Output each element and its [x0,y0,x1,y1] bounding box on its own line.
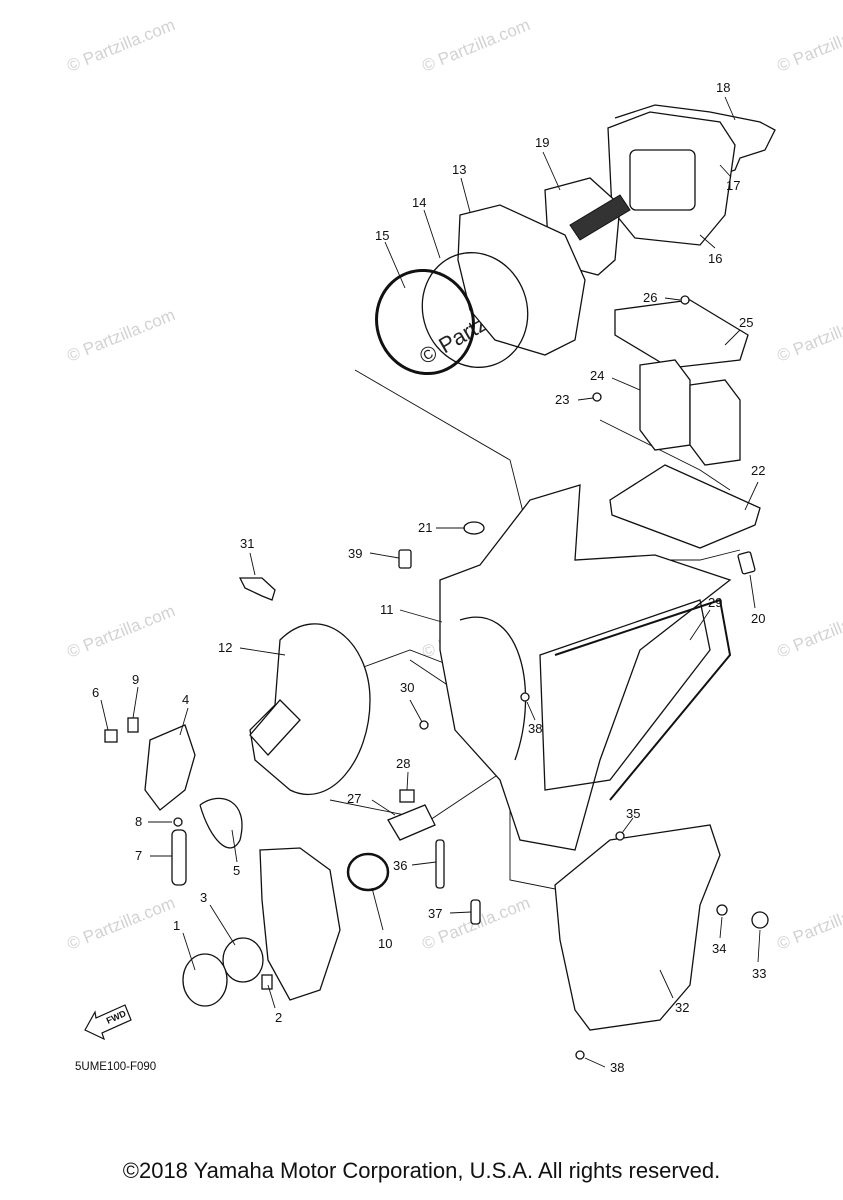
screw-30 [419,720,429,730]
bolt-39 [398,549,412,569]
watermark: © Partzilla.com [64,601,177,662]
watermark: © Partzilla.com [774,601,843,662]
callout-22: 22 [751,463,765,478]
callout-7: 7 [135,848,142,863]
callout-36: 36 [393,858,407,873]
drain-27 [387,804,436,841]
callout-3: 3 [200,890,207,905]
callout-39: 39 [348,546,362,561]
diagram-code: 5UME100-F090 [75,1061,156,1073]
bolt-6 [104,729,118,743]
callout-32: 32 [675,1000,689,1015]
callout-17: 17 [726,178,740,193]
callout-37: 37 [428,906,442,921]
callout-25: 25 [739,315,753,330]
callout-6: 6 [92,685,99,700]
callout-16: 16 [708,251,722,266]
watermark: © Partzilla.com [774,15,843,76]
callout-24: 24 [590,368,604,383]
carburetor [259,847,341,1001]
screw-23 [592,392,602,402]
screw-2 [261,974,273,990]
watermark: © Partzilla.com [64,305,177,366]
case-cap-12 [249,623,371,796]
guide-bolt [569,194,631,241]
callout-1: 1 [173,918,180,933]
cap-21 [463,521,485,535]
washer-34 [716,904,728,916]
bracket-4 [144,724,196,811]
callout-4: 4 [182,692,189,707]
clip-20 [737,551,756,575]
washer-38a [520,692,530,702]
band-15 [375,268,475,376]
callout-5: 5 [233,863,240,878]
fwd-arrow: FWD [84,1004,132,1041]
element-frame-14 [421,252,529,368]
clamp-10 [346,852,390,892]
callout-2: 2 [275,1010,282,1025]
watermark: © Partzilla.com [774,893,843,954]
gasket-22 [609,464,761,549]
parts-diagram: © Partzilla.com © Partzilla.com © Partzi… [64,15,843,1075]
air-box-opening [459,616,527,761]
intake-duct-24a [639,359,691,451]
elbow-31 [238,577,276,601]
gasket-25 [614,299,749,369]
washer-35 [615,831,625,841]
callout-26: 26 [643,290,657,305]
callout-15: 15 [375,228,389,243]
pipe-7 [171,829,187,886]
washer-38b [575,1050,585,1060]
clamp-28 [399,789,415,803]
callout-18: 18 [716,80,730,95]
hose-5 [199,797,243,849]
seal-29 [554,598,732,801]
callout-27: 27 [347,791,361,806]
intake-duct-24b [689,379,741,466]
watermark: © Partzilla.com [64,893,177,954]
copyright-notice: ©2018 Yamaha Motor Corporation, U.S.A. A… [122,1158,721,1183]
callout-34: 34 [712,941,726,956]
callout-31: 31 [240,536,254,551]
callout-10: 10 [378,936,392,951]
callouts: 1 2 3 4 5 6 7 8 9 10 11 12 13 14 15 16 1… [92,80,766,1075]
side-cover-32 [554,824,721,1031]
callout-14: 14 [412,195,426,210]
bolt-9 [127,717,139,733]
clamp-3 [222,937,264,983]
callout-11: 11 [380,602,394,617]
pin-36 [435,839,445,889]
callout-23: 23 [555,392,569,407]
clip-8 [173,817,183,827]
callout-29: 29 [708,595,722,610]
screw-26 [680,295,690,305]
callout-38a: 38 [528,721,542,736]
bolt-33 [751,911,769,929]
joint-1 [182,953,228,1007]
callout-21: 21 [418,520,432,535]
callout-12: 12 [218,640,232,655]
callout-30: 30 [400,680,414,695]
callout-35: 35 [626,806,640,821]
air-box-11 [439,484,732,851]
callout-13: 13 [452,162,466,177]
filter-cover-opening [629,149,696,211]
callout-33: 33 [752,966,766,981]
callout-38b: 38 [610,1060,624,1075]
watermark: © Partzilla.com [64,15,177,76]
pin-37 [470,899,481,925]
callout-19: 19 [535,135,549,150]
watermark: © Partzilla.com [774,305,843,366]
callout-20: 20 [751,611,765,626]
leader-lines [100,96,761,1068]
callout-9: 9 [132,672,139,687]
case-cap-neck [249,699,301,756]
callout-8: 8 [135,814,142,829]
filter-element-13 [457,204,586,356]
watermark: © Partzilla.com [419,15,532,76]
callout-28: 28 [396,756,410,771]
air-box-frame [539,599,711,791]
